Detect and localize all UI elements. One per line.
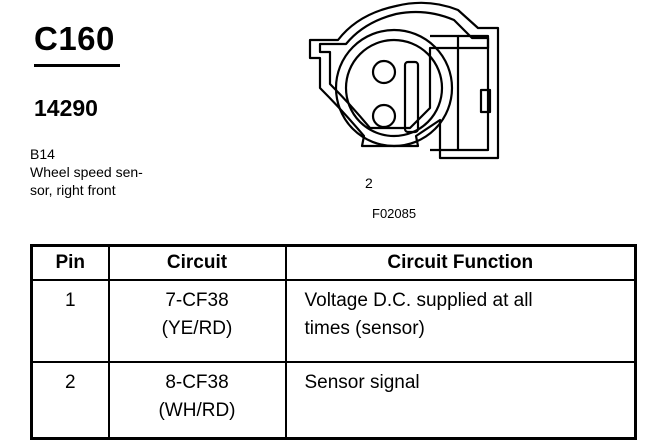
circuit-column-header: Circuit: [107, 244, 287, 281]
pin-column-header: Pin: [30, 244, 110, 281]
component-code: B14: [30, 146, 55, 162]
pin-number: 2: [30, 361, 110, 440]
component-name-line2: sor, right front: [30, 182, 116, 198]
table-row: 1 7-CF38 (YE/RD) Voltage D.C. supplied a…: [30, 279, 637, 363]
pin-number: 1: [30, 279, 110, 363]
wire-color: (YE/RD): [161, 318, 233, 339]
circuit-function-line2: times (sensor): [304, 318, 425, 339]
circuit-function-cell: Sensor signal: [284, 361, 637, 440]
pinout-header-row: Pin Circuit Circuit Function: [30, 244, 637, 281]
circuit-function-cell: Voltage D.C. supplied at all times (sens…: [284, 279, 637, 363]
connector-latch: [430, 34, 460, 152]
connector-face-drawing: [308, 1, 500, 160]
connector-face-ring-inner: [344, 38, 444, 138]
wire-color: (WH/RD): [158, 400, 236, 421]
pin-cavity-1: [371, 59, 397, 85]
connector-id: C160: [34, 20, 115, 57]
pin-2-label: 2: [365, 175, 373, 191]
pinout-table: Pin Circuit Circuit Function 1 7-CF38 (Y…: [30, 244, 637, 440]
latch-tab: [479, 88, 492, 114]
connector-housing-inner: [318, 10, 490, 130]
table-row: 2 8-CF38 (WH/RD) Sensor signal: [30, 361, 637, 440]
circuit-id: 8-CF38: [165, 372, 229, 393]
keying-bar: [403, 60, 420, 134]
circuit-function-column-header: Circuit Function: [284, 244, 637, 281]
circuit-function-line1: Sensor signal: [304, 372, 420, 393]
connector-face-ring: [334, 28, 454, 148]
connector-id-underline: [34, 64, 120, 67]
part-number: 14290: [34, 95, 98, 121]
circuit-id: 7-CF38: [165, 290, 229, 311]
circuit-function-line1: Voltage D.C. supplied at all: [304, 290, 533, 311]
circuit-cell: 7-CF38 (YE/RD): [107, 279, 287, 363]
pin-cavity-2: [371, 103, 397, 129]
figure-id: F02085: [372, 206, 417, 221]
component-name-line1: Wheel speed sen-: [30, 164, 143, 180]
circuit-cell: 8-CF38 (WH/RD): [107, 361, 287, 440]
component-description: B14 Wheel speed sen- sor, right front: [30, 145, 143, 199]
